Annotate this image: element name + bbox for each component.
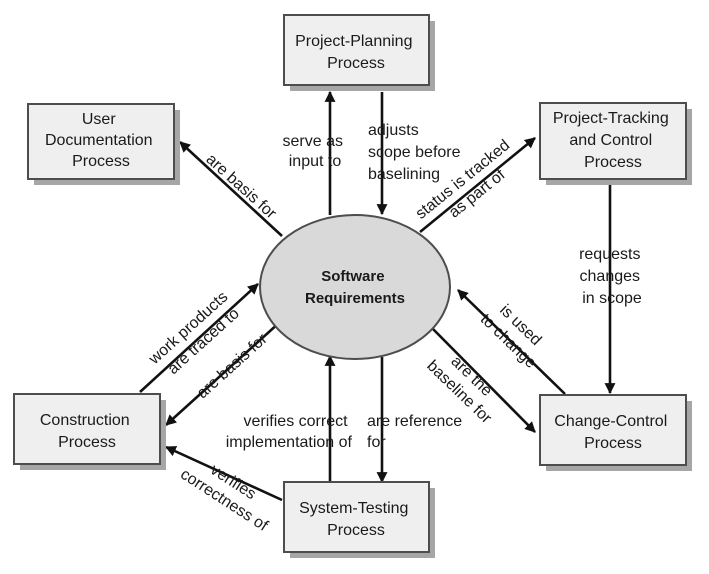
svg-text:Software Requirements: Software Requirements <box>305 268 405 307</box>
userdoc-line-2: Documentation <box>45 132 153 149</box>
tracking-line-3: Process <box>584 154 642 171</box>
change-line-1: Change-Control <box>554 413 667 430</box>
center-node: Software Requirements <box>259 214 451 360</box>
arrow-change-to-center <box>457 289 566 395</box>
tracking-line-1: Project-Tracking <box>553 110 669 127</box>
tracking-line-2: and Control <box>569 132 652 149</box>
label-adjusts-scope: adjusts scope before baselining <box>368 122 465 183</box>
label-reference-line-1: are reference <box>367 413 462 430</box>
label-serve-line-2: input to <box>289 153 342 170</box>
box-system-testing: System-Testing Process <box>283 481 435 558</box>
label-requests-changes: requests changes in scope <box>579 246 645 307</box>
svg-text:Construction Process: Construction Process <box>40 412 134 451</box>
arrows <box>139 90 616 502</box>
arrow-to-construction <box>165 321 281 426</box>
label-adjusts-line-3: baselining <box>368 166 440 183</box>
label-verifies-impl-line-1: verifies correct <box>244 413 349 430</box>
label-basis-user-doc: are basis for <box>203 151 280 223</box>
label-adjusts-line-1: adjusts <box>368 122 419 139</box>
center-line-2: Requirements <box>305 290 405 307</box>
arrow-construction-to-center <box>139 283 259 393</box>
center-ellipse <box>259 214 451 360</box>
svg-text:User Documentation: User Documentation Process <box>45 111 157 170</box>
label-serve-as-input: serve as input to <box>283 133 348 170</box>
userdoc-line-3: Process <box>72 153 130 170</box>
construction-line-1: Construction <box>40 412 130 429</box>
planning-line-1: Project-Planning <box>295 33 412 50</box>
label-reference-for: are reference for <box>367 413 467 451</box>
box-construction: Construction Process <box>13 393 166 470</box>
testing-line-1: System-Testing <box>299 500 408 517</box>
label-requests-line-3: in scope <box>582 290 642 307</box>
box-user-documentation: User Documentation Process <box>27 103 180 185</box>
box-change-control: Change-Control Process <box>539 394 692 471</box>
label-basis-userdoc-line-1: are basis for <box>203 151 280 223</box>
svg-text:Project-Tracking and Con: Project-Tracking and Control Process <box>553 110 673 171</box>
svg-text:Project-Planning Process: Project-Planning Process <box>295 33 417 72</box>
box-project-planning: Project-Planning Process <box>283 14 435 91</box>
box-project-tracking: Project-Tracking and Control Process <box>539 102 692 185</box>
label-verifies-impl: verifies correct implementation of <box>226 413 353 451</box>
label-verifies-impl-line-2: implementation of <box>226 434 353 451</box>
userdoc-line-1: User <box>82 111 116 128</box>
arrow-to-user-doc <box>179 141 283 237</box>
center-line-1: Software <box>321 268 384 285</box>
arrow-testing-to-construction <box>165 445 283 502</box>
construction-line-2: Process <box>58 434 116 451</box>
label-requests-line-2: changes <box>580 268 641 285</box>
label-requests-line-1: requests <box>579 246 640 263</box>
svg-text:Change-Control Process: Change-Control Process <box>554 413 671 452</box>
svg-text:System-Testing Process: System-Testing Process <box>299 500 413 539</box>
change-line-2: Process <box>584 435 642 452</box>
label-adjusts-line-2: scope before <box>368 144 461 161</box>
arrow-to-tracking <box>419 136 536 234</box>
label-reference-line-2: for <box>367 434 386 451</box>
planning-line-2: Process <box>327 55 385 72</box>
label-serve-line-1: serve as <box>283 133 343 150</box>
label-used-to-change: is used to change <box>477 296 553 372</box>
testing-line-2: Process <box>327 522 385 539</box>
arrow-to-change <box>431 327 536 433</box>
